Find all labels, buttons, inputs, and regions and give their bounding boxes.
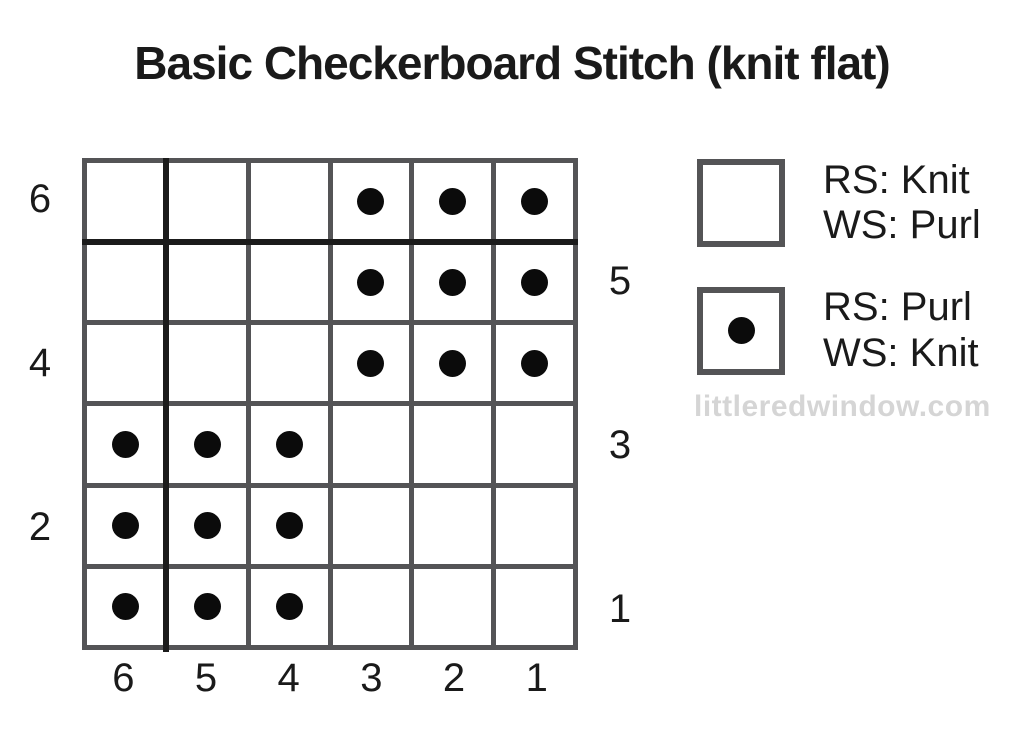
grid-cell bbox=[168, 325, 246, 402]
row-label-left bbox=[12, 240, 68, 322]
purl-dot-icon bbox=[357, 268, 385, 296]
purl-dot-icon bbox=[275, 593, 303, 621]
legend-line: WS: Knit bbox=[823, 330, 979, 375]
dot-square-icon bbox=[697, 286, 785, 375]
grid-cell bbox=[414, 325, 492, 402]
purl-dot-icon bbox=[111, 593, 139, 621]
row-label-right bbox=[592, 158, 648, 240]
row-label-left: 2 bbox=[28, 504, 52, 549]
grid-cell bbox=[496, 406, 573, 483]
watermark: littleredwindow.com bbox=[694, 390, 991, 423]
repeat-line-vertical bbox=[163, 158, 169, 652]
row-label-left bbox=[12, 404, 68, 486]
row-label-right: 1 bbox=[608, 586, 632, 631]
grid-cell bbox=[168, 568, 246, 645]
grid-cell bbox=[332, 487, 410, 564]
grid-cell bbox=[87, 325, 164, 402]
purl-dot-icon bbox=[111, 431, 139, 459]
legend-item-knit: RS: Knit WS: Purl bbox=[697, 158, 981, 248]
legend-line: RS: Knit bbox=[823, 158, 970, 202]
row-label-right: 5 bbox=[608, 258, 632, 303]
column-label: 4 bbox=[277, 655, 300, 700]
grid-cell bbox=[168, 163, 246, 240]
column-label: 6 bbox=[112, 655, 135, 700]
purl-dot-icon bbox=[275, 512, 303, 540]
grid-cell bbox=[168, 406, 246, 483]
column-label: 2 bbox=[442, 655, 466, 700]
legend-line: RS: Purl bbox=[823, 285, 972, 330]
legend-label: RS: Knit WS: Purl bbox=[823, 158, 981, 248]
grid-cell bbox=[332, 406, 410, 483]
column-label: 3 bbox=[360, 655, 383, 700]
grid-cell bbox=[332, 163, 410, 240]
repeat-line-horizontal bbox=[82, 239, 578, 245]
grid-cell bbox=[87, 244, 164, 321]
stitch-grid-cells bbox=[87, 163, 573, 645]
grid-cell bbox=[496, 244, 573, 321]
grid-cell bbox=[496, 487, 573, 564]
purl-dot-icon bbox=[357, 349, 385, 377]
purl-dot-icon bbox=[193, 512, 221, 540]
column-label: 5 bbox=[194, 655, 218, 700]
grid-cell bbox=[168, 487, 246, 564]
grid-cell bbox=[250, 487, 328, 564]
grid-cell bbox=[414, 163, 492, 240]
legend: RS: Knit WS: Purl RS: Purl WS: Knit bbox=[697, 158, 981, 413]
purl-dot-icon bbox=[521, 349, 549, 377]
page-title: Basic Checkerboard Stitch (knit flat) bbox=[134, 37, 890, 89]
row-label-left bbox=[12, 568, 68, 650]
grid-cell bbox=[414, 487, 492, 564]
grid-cell bbox=[250, 163, 328, 240]
grid-cell bbox=[332, 244, 410, 321]
right-row-labels: 5 3 1 bbox=[592, 158, 648, 650]
left-row-labels: 6 4 2 bbox=[12, 158, 68, 650]
purl-dot-icon bbox=[521, 268, 549, 296]
purl-dot-icon bbox=[357, 187, 385, 215]
grid-cell bbox=[87, 568, 164, 645]
row-label-left: 4 bbox=[28, 340, 52, 385]
purl-dot-icon bbox=[193, 431, 221, 459]
grid-cell bbox=[496, 568, 573, 645]
row-label-left: 6 bbox=[28, 176, 52, 221]
grid-cell bbox=[87, 487, 164, 564]
grid-cell bbox=[414, 244, 492, 321]
empty-square-icon bbox=[697, 159, 785, 248]
legend-label: RS: Purl WS: Knit bbox=[823, 285, 979, 375]
bottom-column-labels: 6 5 4 3 2 1 bbox=[82, 652, 578, 704]
purl-dot-icon bbox=[439, 187, 467, 215]
grid-cell bbox=[168, 244, 246, 321]
purl-dot-icon bbox=[521, 187, 549, 215]
purl-dot-icon bbox=[439, 349, 467, 377]
grid-cell bbox=[87, 163, 164, 240]
grid-cell bbox=[496, 163, 573, 240]
grid-cell bbox=[250, 325, 328, 402]
grid-cell bbox=[250, 568, 328, 645]
row-label-right bbox=[592, 486, 648, 568]
purl-dot-icon bbox=[727, 317, 755, 345]
grid-cell bbox=[87, 406, 164, 483]
purl-dot-icon bbox=[111, 512, 139, 540]
purl-dot-icon bbox=[193, 593, 221, 621]
purl-dot-icon bbox=[275, 431, 303, 459]
column-label: 1 bbox=[525, 655, 548, 700]
grid-cell bbox=[332, 325, 410, 402]
legend-line: WS: Purl bbox=[823, 203, 981, 248]
grid-cell bbox=[332, 568, 410, 645]
grid-cell bbox=[414, 568, 492, 645]
grid-cell bbox=[250, 244, 328, 321]
stitch-chart bbox=[82, 158, 578, 650]
grid-cell bbox=[496, 325, 573, 402]
grid-cell bbox=[414, 406, 492, 483]
row-label-right: 3 bbox=[608, 422, 632, 467]
legend-item-purl: RS: Purl WS: Knit bbox=[697, 285, 981, 375]
row-label-right bbox=[592, 322, 648, 404]
purl-dot-icon bbox=[439, 268, 467, 296]
grid-cell bbox=[250, 406, 328, 483]
